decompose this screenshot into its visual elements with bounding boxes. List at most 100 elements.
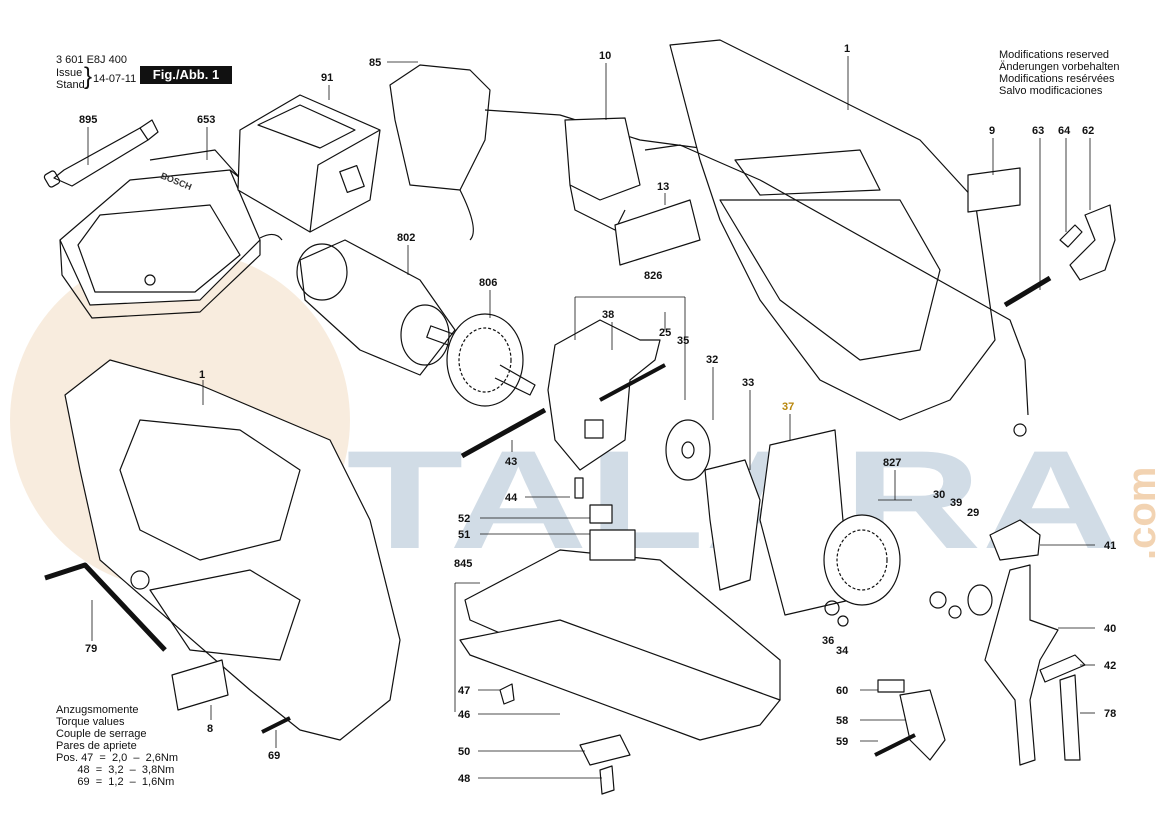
- washer-32-part: [665, 419, 711, 481]
- label-51: 51: [458, 529, 470, 541]
- label-43: 43: [505, 456, 517, 468]
- label-48: 48: [458, 773, 470, 785]
- modifications-line: Modifications reserved: [999, 49, 1110, 61]
- torque-line: Anzugsmomente: [56, 704, 139, 716]
- ring-39-part: [948, 605, 962, 619]
- label-63: 63: [1032, 125, 1044, 137]
- bevel-gear-part: [446, 313, 536, 407]
- shaft-43-part: [460, 407, 547, 459]
- leader-lines: [87, 56, 1095, 779]
- bearing-29-part: [967, 584, 993, 616]
- issue-date: 14-07-11: [93, 73, 137, 85]
- plate-50-part: [579, 734, 631, 766]
- label-8-part: [171, 659, 229, 711]
- cable-plug-part: [1013, 423, 1027, 437]
- label-1-housing: 1: [199, 369, 205, 381]
- grease-tube-part: [43, 119, 159, 188]
- label-25: 25: [659, 327, 671, 339]
- torque-note: Anzugsmomente Torque values Couple de se…: [56, 704, 178, 788]
- label-806: 806: [479, 277, 497, 289]
- label-32: 32: [706, 354, 718, 366]
- label-10: 10: [599, 50, 611, 62]
- label-33: 33: [742, 377, 754, 389]
- label-38: 38: [602, 309, 614, 321]
- label-802: 802: [397, 232, 415, 244]
- torque-line: Pos. 47 = 2,0 – 2,6Nm: [56, 752, 178, 764]
- label-8: 8: [207, 723, 213, 735]
- label-58: 58: [836, 715, 848, 727]
- battery-pack-part: [237, 94, 381, 233]
- issue-brace: }: [84, 63, 93, 90]
- screw-48-part: [599, 765, 615, 795]
- torque-line: Couple de serrage: [56, 728, 147, 740]
- spring-78-part: [1059, 674, 1081, 761]
- label-91: 91: [321, 72, 333, 84]
- label-47: 47: [458, 685, 470, 697]
- ring-34-part: [837, 615, 849, 627]
- label-64: 64: [1058, 125, 1071, 137]
- label-30: 30: [933, 489, 945, 501]
- switch-part: [564, 117, 641, 231]
- screw-69-part: [261, 716, 291, 734]
- torque-line: 48 = 3,2 – 3,8Nm: [56, 764, 175, 776]
- gear-carrier-part: [547, 319, 666, 471]
- label-653: 653: [197, 114, 215, 126]
- torque-line: Torque values: [56, 716, 125, 728]
- label-42: 42: [1104, 660, 1116, 672]
- label-827: 827: [883, 457, 901, 469]
- part-60: [877, 679, 905, 693]
- label-35: 35: [677, 335, 689, 347]
- cable-part: [644, 144, 1029, 416]
- label-79: 79: [85, 643, 97, 655]
- plate-33-part: [704, 459, 761, 591]
- label-60: 60: [836, 685, 848, 697]
- part-labels: 895 653 91 85 10 1 9 63 64 62 13 802 806…: [79, 43, 1116, 785]
- watermark-suffix: .com: [1120, 467, 1164, 560]
- label-895: 895: [79, 114, 97, 126]
- guide-52-part: [589, 504, 613, 524]
- label-50: 50: [458, 746, 470, 758]
- part-number: 3 601 E8J 400: [56, 54, 127, 66]
- issue-label: Issue: [56, 67, 83, 79]
- gear-827-part: [823, 514, 901, 606]
- torque-line: 69 = 1,2 – 1,6Nm: [56, 776, 175, 788]
- screw-47-part: [499, 683, 515, 705]
- screw-64-part: [1059, 224, 1083, 248]
- charger-part: BOSCH: [59, 149, 283, 319]
- rod-63-part: [1003, 275, 1052, 308]
- hex-key-part: [44, 562, 167, 652]
- modifications-line: Salvo modificaciones: [999, 85, 1103, 97]
- label-13: 13: [657, 181, 669, 193]
- lever-62-part: [1069, 204, 1116, 281]
- washer-36-part: [824, 600, 840, 616]
- plate-13-part: [614, 199, 701, 266]
- label-52: 52: [458, 513, 470, 525]
- label-40: 40: [1104, 623, 1116, 635]
- part-41: [989, 519, 1041, 561]
- label-29: 29: [967, 507, 979, 519]
- part-42: [1039, 654, 1086, 683]
- label-1-housing-shell: 1: [844, 43, 850, 55]
- plunger-40-part: [984, 564, 1059, 766]
- part-58: [899, 689, 946, 761]
- modifications-note: Modifications reserved Änderungen vorbeh…: [999, 49, 1119, 97]
- label-9-part: [967, 167, 1021, 213]
- pin-44-part: [574, 477, 584, 499]
- modifications-line: Modifications resérvées: [999, 73, 1115, 85]
- label-34: 34: [836, 645, 849, 657]
- pin-59-part: [874, 733, 916, 757]
- label-78: 78: [1104, 708, 1116, 720]
- label-62: 62: [1082, 125, 1094, 137]
- label-46: 46: [458, 709, 470, 721]
- label-845: 845: [454, 558, 472, 570]
- motor-part: [296, 239, 456, 376]
- label-69: 69: [268, 750, 280, 762]
- label-44: 44: [505, 492, 518, 504]
- label-41: 41: [1104, 540, 1116, 552]
- label-39: 39: [950, 497, 962, 509]
- modifications-line: Änderungen vorbehalten: [999, 61, 1120, 73]
- label-36: 36: [822, 635, 834, 647]
- base-plate-part: [459, 529, 781, 741]
- figure-badge: Fig./Abb. 1: [140, 66, 232, 84]
